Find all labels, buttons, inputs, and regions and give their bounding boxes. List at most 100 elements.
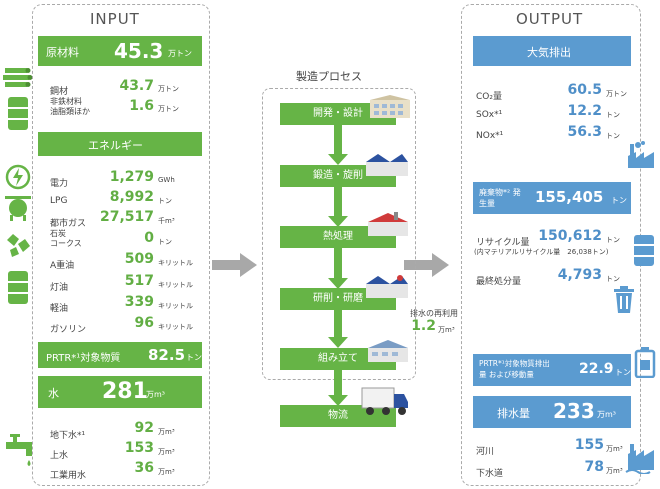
drainage-bar: 排水量 233 万m³	[473, 396, 631, 428]
water-item-value: 153	[124, 440, 154, 456]
factory-icon	[366, 154, 408, 176]
landfill-label: 最終処分量	[476, 277, 522, 287]
drum-icon	[8, 97, 28, 130]
energy-item-label: LPG	[50, 196, 68, 206]
recycle-drum-icon	[634, 235, 654, 266]
water-item-label: 地下水*¹	[50, 431, 86, 441]
waste-bar: 廃棄物*² 発生量 155,405 トン	[473, 182, 631, 214]
air-item-unit: トン	[606, 132, 620, 140]
input-panel	[32, 4, 210, 486]
air-item-value: 12.2	[567, 103, 602, 119]
energy-item-label: 石炭 コークス	[50, 229, 82, 248]
process-arrow-head	[328, 395, 348, 406]
energy-label: エネルギー	[88, 139, 143, 152]
energy-item-label: ガソリン	[50, 325, 87, 335]
prtr-output-unit: トン	[615, 368, 631, 377]
energy-item-unit: トン	[158, 197, 172, 205]
air-item-value: 60.5	[567, 82, 602, 98]
building-icon	[370, 95, 410, 118]
drainage-item-unit: 万m³	[606, 467, 623, 475]
raw-item-label-steel: 鋼材	[50, 87, 69, 97]
energy-item-unit: キリットル	[158, 259, 193, 267]
lightning-icon	[5, 164, 31, 190]
coal-icon	[7, 234, 30, 257]
prtr-output-bar: PRTR*¹対象物質排出量 および移動量 22.9 トン	[473, 354, 631, 386]
water-reuse-label: 排水の再利用	[410, 309, 458, 318]
recycle-unit: トン	[606, 236, 620, 244]
landfill-value: 4,793	[557, 267, 602, 283]
water-unit: 万m³	[146, 390, 165, 399]
prtr-input-label: PRTR*¹対象物質	[46, 353, 121, 364]
waste-label: 廃棄物*² 発生量	[479, 188, 521, 208]
factory-icon	[368, 212, 408, 236]
process-step: 組み立て	[280, 348, 396, 370]
energy-item-value: 1,279	[109, 169, 154, 185]
raw-material-label: 原材料	[46, 46, 79, 59]
energy-item-value: 339	[124, 294, 154, 310]
input-to-process-arrow	[212, 253, 257, 277]
raw-material-bar: 原材料 45.3 万トン	[38, 36, 202, 66]
output-title: OUTPUT	[510, 10, 590, 28]
drainage-value: 233	[553, 399, 595, 423]
process-arrow-head	[328, 278, 348, 289]
energy-item-label: 軽油	[50, 304, 69, 314]
process-arrow-shaft	[334, 125, 342, 155]
drainage-item-unit: 万m³	[606, 445, 623, 453]
air-item-unit: トン	[606, 111, 620, 119]
water-item-value: 36	[134, 460, 154, 476]
raw-material-unit: 万トン	[168, 49, 192, 58]
water-bar: 水 281 万m³	[38, 376, 202, 408]
oil-drum-icon	[8, 271, 28, 304]
prtr-output-value: 22.9	[579, 361, 614, 377]
input-title: INPUT	[84, 10, 146, 28]
energy-item-unit: トン	[158, 238, 172, 246]
energy-item-label: A重油	[50, 261, 75, 271]
energy-item-value: 509	[124, 251, 154, 267]
factory-icon	[366, 275, 408, 298]
outflow-icon	[625, 444, 654, 474]
recycle-note: (内マテリアルリサイクル量 26,038トン)	[474, 248, 609, 256]
energy-item-value: 96	[134, 315, 154, 331]
air-item-value: 56.3	[567, 124, 602, 140]
water-item-unit: 万m³	[158, 428, 175, 436]
energy-item-label: 都市ガス	[50, 219, 87, 229]
water-label: 水	[48, 387, 59, 400]
process-arrow-shaft	[334, 310, 342, 338]
gas-tank-icon	[5, 196, 31, 221]
drainage-item-label: 下水道	[476, 469, 504, 479]
energy-item-value: 517	[124, 273, 154, 289]
water-reuse-unit: 万m³	[438, 326, 455, 334]
water-item-label: 工業用水	[50, 471, 87, 481]
water-item-value: 92	[134, 420, 154, 436]
energy-item-label: 電力	[50, 179, 69, 189]
energy-item-unit: 千m³	[158, 217, 175, 225]
process-title: 製造プロセス	[296, 70, 362, 83]
raw-material-value: 45.3	[114, 39, 164, 63]
prtr-output-label: PRTR*¹対象物質排出量 および移動量	[479, 359, 550, 379]
waste-unit: トン	[611, 196, 627, 205]
trash-icon	[614, 286, 634, 313]
energy-item-unit: キリットル	[158, 302, 193, 310]
prtr-input-value: 82.5	[148, 346, 186, 364]
waste-value: 155,405	[535, 188, 604, 206]
drainage-label: 排水量	[497, 407, 530, 420]
raw-item-value-other: 1.6	[129, 98, 154, 114]
landfill-unit: トン	[606, 275, 620, 283]
raw-item-label-other: 非鉄材料 油脂類ほか	[50, 97, 90, 116]
process-arrow-head	[328, 216, 348, 227]
energy-item-unit: キリットル	[158, 281, 193, 289]
water-value: 281	[102, 379, 148, 404]
faucet-icon	[6, 434, 32, 466]
energy-item-label: 灯油	[50, 283, 69, 293]
drainage-item-value: 155	[574, 437, 604, 453]
water-item-unit: 万m³	[158, 448, 175, 456]
water-item-label: 上水	[50, 451, 69, 461]
energy-item-unit: GWh	[158, 176, 175, 184]
air-item-label: CO₂量	[476, 92, 502, 102]
process-step: 開発・設計	[280, 103, 396, 125]
smokestack-icon	[628, 141, 654, 168]
energy-item-unit: キリットル	[158, 323, 193, 331]
factory-icon	[368, 340, 408, 362]
truck-icon	[361, 387, 408, 415]
recycle-value: 150,612	[538, 228, 602, 244]
